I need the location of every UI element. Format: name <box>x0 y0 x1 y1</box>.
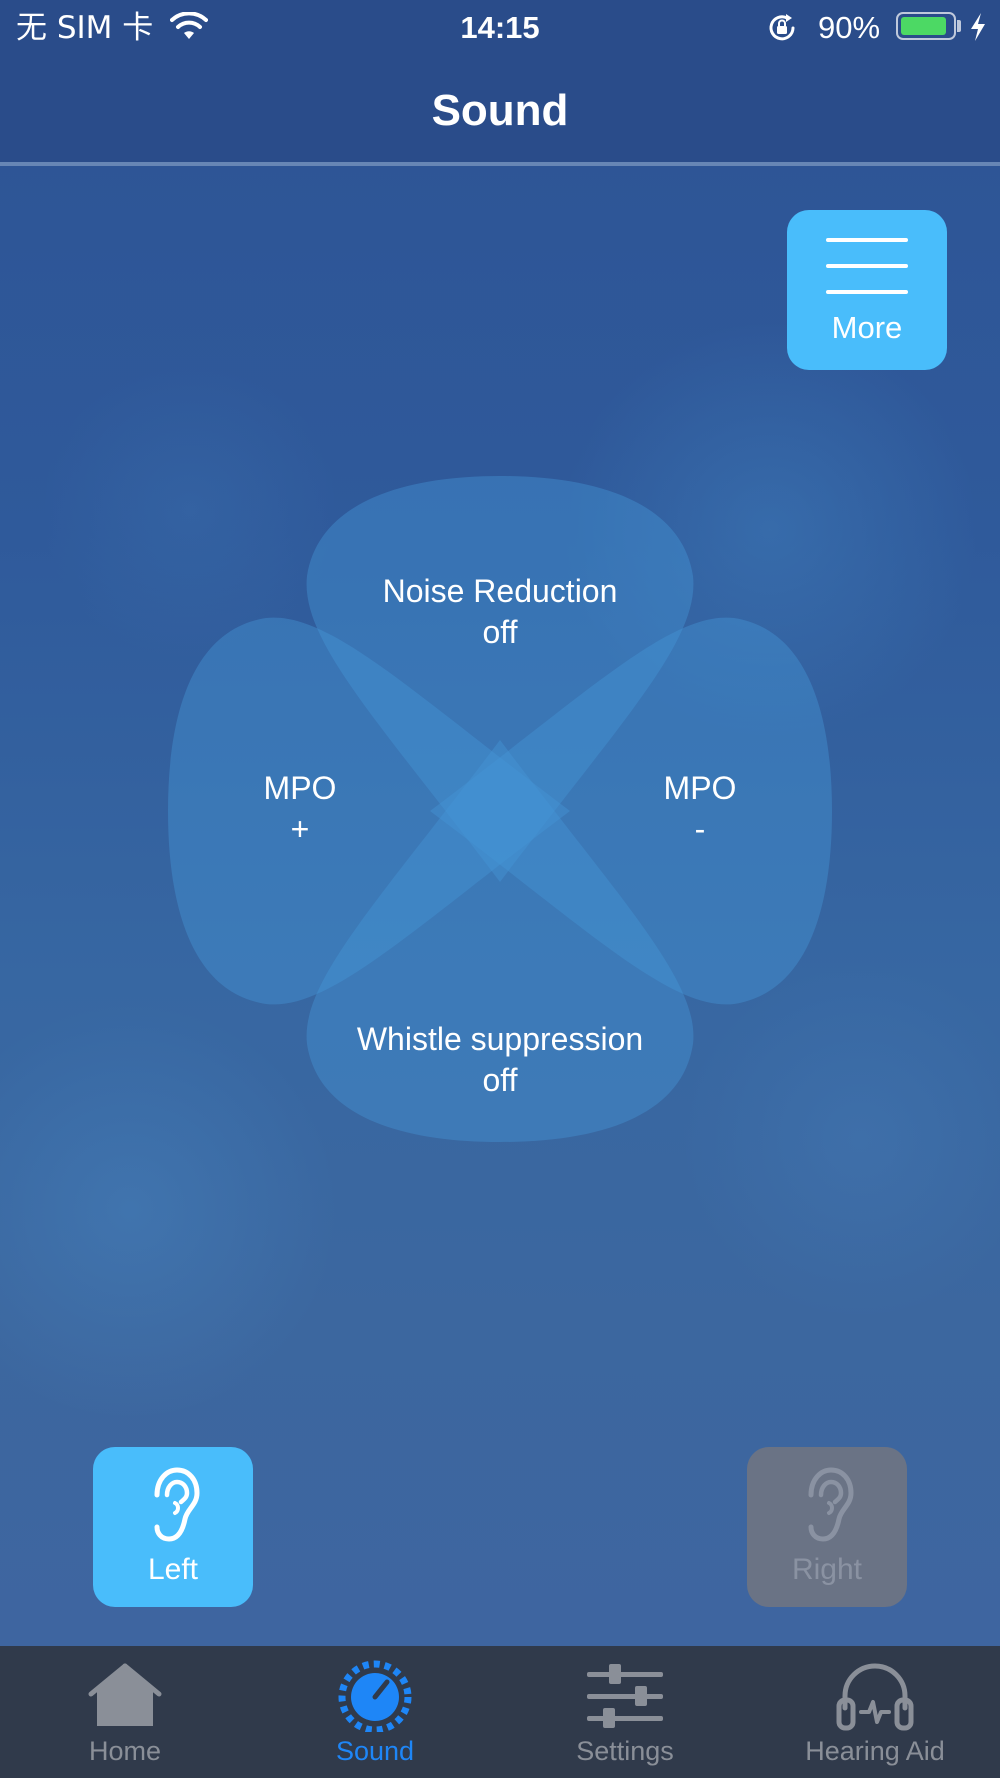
home-icon <box>85 1660 165 1737</box>
tab-settings-label: Settings <box>576 1736 674 1766</box>
right-ear-label: Right <box>791 1553 863 1586</box>
left-ear-button[interactable]: Left <box>93 1447 253 1607</box>
mpo-minus-sign: - <box>694 811 706 847</box>
mpo-plus-petal[interactable] <box>168 617 570 1005</box>
tab-sound-label: Sound <box>335 1736 415 1766</box>
hamburger-menu-icon <box>826 236 908 305</box>
headphones-icon <box>835 1660 915 1737</box>
status-bar: 无 SIM 卡 14:15 90% <box>0 0 1000 56</box>
tab-home[interactable]: Home <box>0 1646 250 1778</box>
noise-reduction-title: Noise Reduction <box>382 573 618 609</box>
tab-home-label: Home <box>88 1736 162 1766</box>
whistle-suppression-label: Whistle suppression off <box>300 1019 700 1101</box>
page-title: Sound <box>431 86 569 135</box>
noise-reduction-label: Noise Reduction off <box>330 571 670 653</box>
more-button[interactable]: More <box>787 210 947 370</box>
mpo-minus-title: MPO <box>663 770 737 806</box>
noise-reduction-petal[interactable] <box>306 476 694 882</box>
whistle-suppression-title: Whistle suppression <box>356 1021 644 1057</box>
ear-icon <box>145 1465 201 1550</box>
sound-dial-icon <box>335 1660 415 1737</box>
whistle-suppression-value: off <box>482 1062 518 1098</box>
battery-percent: 90% <box>818 10 881 45</box>
noise-reduction-value: off <box>482 614 518 650</box>
rotation-lock-icon <box>766 12 798 49</box>
ear-icon <box>799 1465 855 1550</box>
carrier-label: 无 SIM 卡 <box>16 10 154 46</box>
mpo-plus-sign: + <box>290 811 310 847</box>
tab-hearing-aid[interactable]: Hearing Aid <box>750 1646 1000 1778</box>
mpo-minus-petal[interactable] <box>430 617 832 1005</box>
mpo-plus-title: MPO <box>263 770 337 806</box>
navigation-bar: Sound <box>0 56 1000 166</box>
mpo-minus-label: MPO - <box>600 768 800 850</box>
more-label: More <box>831 310 903 345</box>
charging-bolt-icon <box>968 12 988 47</box>
right-ear-button[interactable]: Right <box>747 1447 907 1607</box>
left-ear-label: Left <box>147 1553 199 1586</box>
clock: 14:15 <box>460 10 540 45</box>
sliders-icon <box>585 1660 665 1737</box>
battery-tip <box>957 20 961 32</box>
tab-sound[interactable]: Sound <box>250 1646 500 1778</box>
wifi-icon <box>170 11 208 47</box>
tab-settings[interactable]: Settings <box>500 1646 750 1778</box>
mpo-plus-label: MPO + <box>200 768 400 850</box>
whistle-suppression-petal[interactable] <box>306 740 694 1142</box>
tab-hearing-aid-label: Hearing Aid <box>805 1736 945 1766</box>
battery-level <box>901 17 946 35</box>
battery-icon <box>896 12 956 40</box>
tab-bar: Home Sound <box>0 1646 1000 1778</box>
